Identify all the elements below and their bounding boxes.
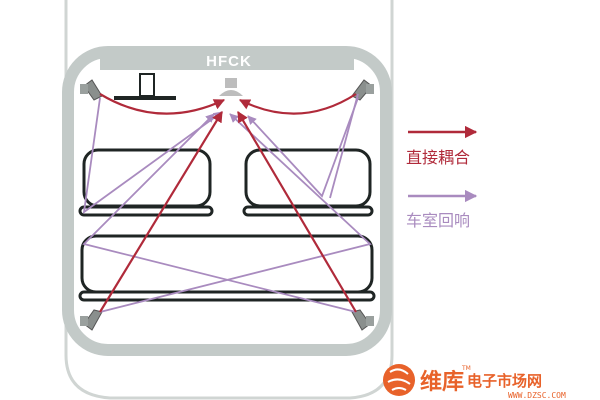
echo-path-rear-right [82, 113, 357, 313]
echo-path-right-reflect [329, 93, 359, 199]
legend-item-echo: 车室回响 [406, 189, 478, 230]
device-label: HFCK [206, 53, 252, 70]
direct-path-rear-right [237, 111, 357, 313]
legend-label-echo: 车室回响 [406, 211, 470, 230]
microphone-icon [219, 78, 243, 96]
watermark-brand: 维库 [420, 369, 464, 395]
legend-item-direct: 直接耦合 [406, 125, 478, 167]
watermark-tm: TM [461, 365, 471, 372]
direct-paths [99, 93, 357, 313]
front-right-seat [242, 148, 374, 217]
legend-label-direct: 直接耦合 [406, 148, 470, 167]
watermark: 维库 电子市场网 TM WWW.DZSC.COM [383, 364, 566, 400]
rear-bench-seat [78, 234, 376, 302]
echo-path-rear-left [99, 113, 372, 313]
device-header-band [100, 48, 354, 70]
watermark-logo-icon [383, 364, 415, 396]
watermark-url: WWW.DZSC.COM [508, 391, 566, 400]
front-left-seat [78, 148, 214, 217]
direct-path-front-right [239, 93, 357, 115]
legend: 直接耦合 车室回响 [406, 125, 478, 230]
echo-paths [82, 93, 372, 313]
direct-path-rear-left [99, 111, 223, 313]
mirror-icon [114, 73, 176, 100]
echo-path-front-left [82, 97, 223, 214]
watermark-subtitle: 电子市场网 [467, 372, 542, 390]
echo-path-front-right [247, 97, 359, 198]
direct-path-front-left [99, 93, 225, 115]
speaker-rear-right-icon [351, 309, 374, 331]
